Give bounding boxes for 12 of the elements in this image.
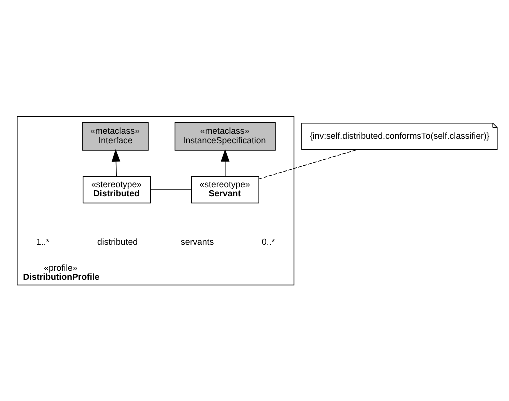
- node-box: «metaclass» InstanceSpecification: [174, 122, 276, 150]
- label: 1..*: [36, 236, 50, 247]
- node-box: «metaclass» Interface: [82, 122, 149, 150]
- arrow: [221, 148, 230, 177]
- node-box: «stereotype» Servant: [191, 176, 260, 204]
- connector: [258, 148, 358, 180]
- label: servants: [180, 236, 214, 247]
- connector: [150, 189, 192, 190]
- node-box: «stereotype» Distributed: [82, 176, 152, 204]
- label: distributed: [98, 236, 138, 247]
- label: 0..*: [262, 236, 276, 247]
- arrow: [112, 148, 121, 177]
